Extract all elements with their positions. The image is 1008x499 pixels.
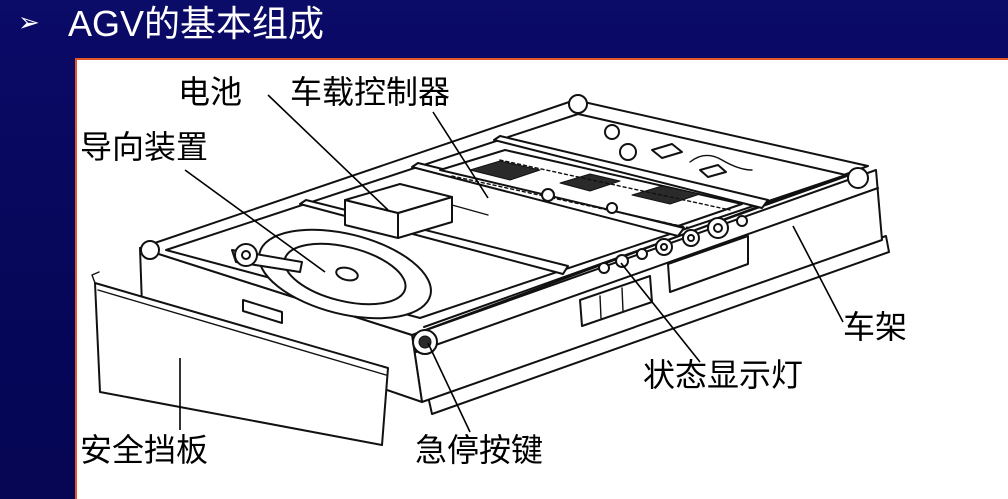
front-knob-3-center [713,223,723,233]
controller-board [439,149,743,229]
front-face-trim [415,187,879,353]
front-display-panel [667,235,749,293]
battery-top [344,183,453,214]
controller-capacitor [541,188,555,202]
controller-pin-row-2 [499,159,731,211]
guidance-hub [335,266,359,282]
corner-knob-left [140,240,160,260]
leader-battery [267,94,389,211]
label-battery: 电池 [178,73,243,111]
front-button-1 [598,262,610,274]
leader-frame [792,225,844,323]
guidance-pulley-hub [241,250,251,260]
controller-chip-1 [469,160,541,181]
rear-bracket [699,164,727,178]
rear-components [604,124,753,178]
bumper-top-edge [97,289,387,376]
battery [344,183,489,239]
corner-fittings [140,94,869,355]
leader-estop [427,342,471,433]
controller-pin-row-1 [451,175,691,229]
divider-controller-rear [493,135,769,209]
compartment-dividers [299,135,769,275]
status-light [615,254,629,268]
front-controls [242,215,749,327]
leader-status-light [620,262,701,363]
label-guidance: 导向装置 [80,128,209,166]
rear-cable [689,154,753,171]
left-face-handle [242,299,283,324]
status-display-segment-1 [599,295,602,319]
leader-controller [432,111,489,199]
front-button-3 [736,215,748,227]
label-bumper: 安全挡板 [80,431,209,469]
label-estop: 急停按键 [415,431,544,469]
leader-lines [179,94,844,433]
label-controller: 车载控制器 [290,73,451,111]
bumper-panel [94,282,389,446]
slide-title: AGV的基本组成 [68,3,325,44]
rear-connector [651,143,683,159]
front-knob-1-center [660,243,668,251]
bumper-hook [91,271,100,284]
controller-relay [606,202,618,214]
label-status-light: 状态显示灯 [643,356,804,394]
label-frame: 车架 [843,308,908,346]
emergency-stop-cap [418,335,432,349]
front-knob-2-center [687,234,695,242]
battery-cable [451,204,489,216]
rear-component-1 [604,124,620,140]
controller-chip-2 [559,173,621,192]
corner-knob-right [847,167,869,189]
rear-component-2 [619,143,637,161]
leader-guidance [184,169,326,273]
guidance-device [231,228,432,320]
corner-knob-rear [568,94,588,114]
arrow-bullet-icon: ➢ [18,8,40,38]
front-button-2 [636,248,648,260]
safety-bumper [91,271,389,446]
status-display-segment-2 [621,287,624,312]
